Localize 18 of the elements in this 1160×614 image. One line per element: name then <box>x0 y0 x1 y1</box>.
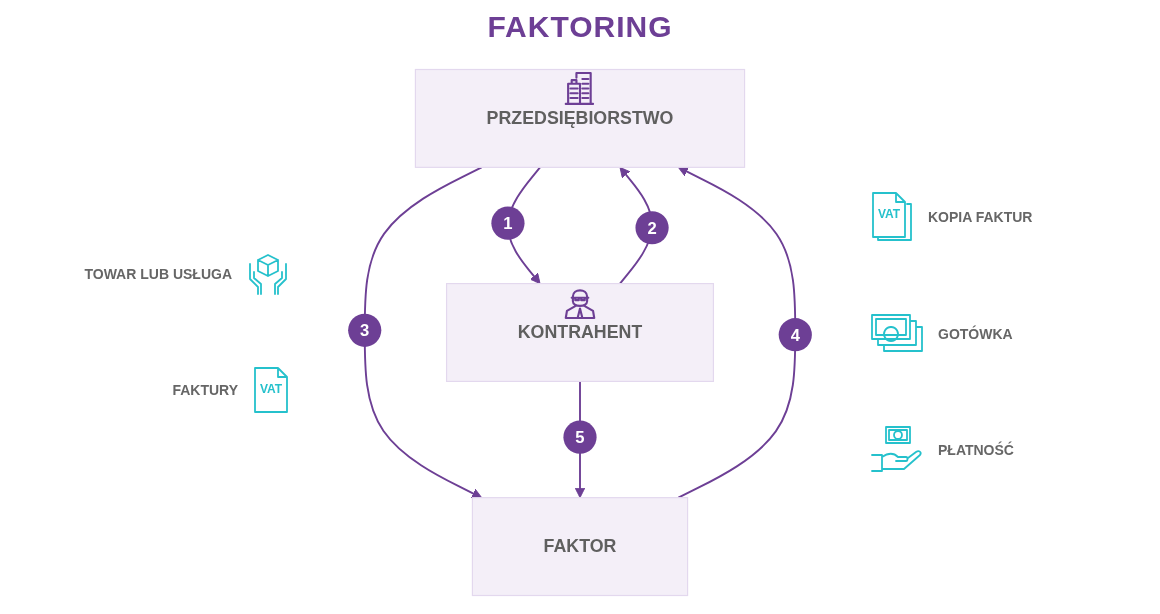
arrow <box>677 166 797 499</box>
step-number-badge: 5 <box>563 420 597 454</box>
step-label: FAKTURY <box>172 381 238 398</box>
step-label: KOPIA FAKTUR <box>928 208 1033 225</box>
step-number-badge: 1 <box>491 206 525 240</box>
document-text: VAT <box>876 206 902 221</box>
step-number-badge: 4 <box>778 318 812 352</box>
arrow <box>363 166 483 499</box>
diagram-title: FAKTORING <box>487 10 673 44</box>
actor-box: KONTRAHENT <box>445 282 715 383</box>
actor-box: FAKTOR <box>471 497 689 597</box>
step-label: TOWAR LUB USŁUGA <box>84 265 232 282</box>
step-label: GOTÓWKA <box>938 325 1013 342</box>
step-label: PŁATNOŚĆ <box>938 441 1014 458</box>
actor-box: PRZEDSIĘBIORSTWO <box>414 68 746 168</box>
document-text: VAT <box>258 381 284 396</box>
step-number-badge: 3 <box>348 313 382 347</box>
step-number-badge: 2 <box>635 211 669 245</box>
